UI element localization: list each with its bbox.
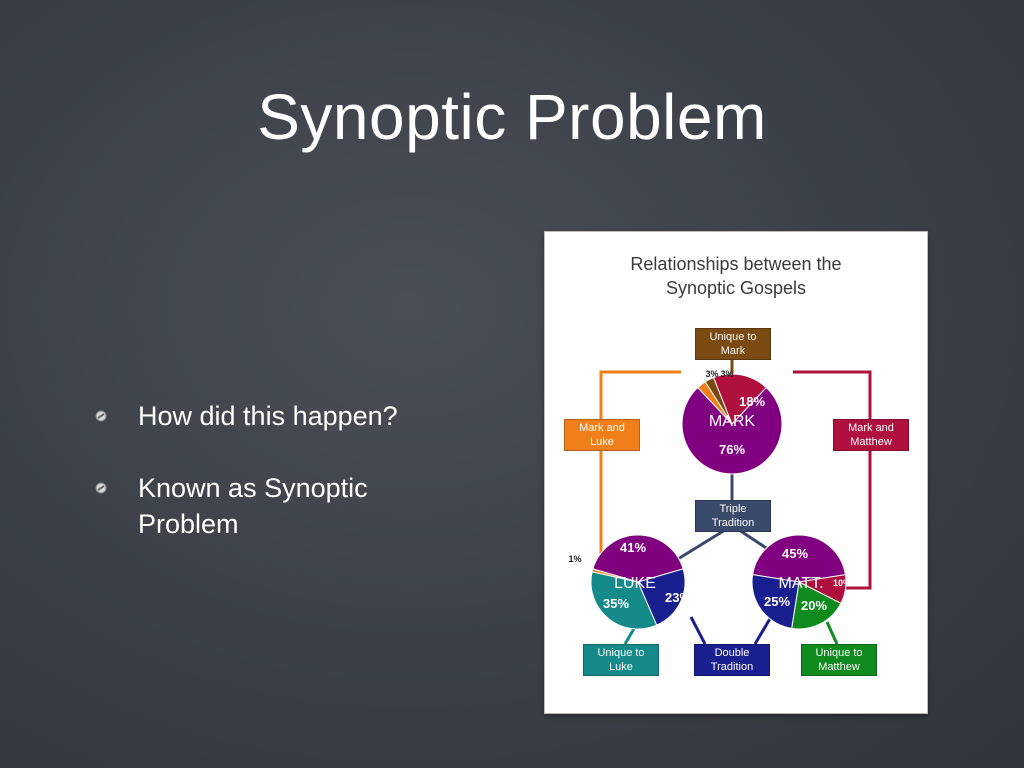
- pie-slice: [751, 574, 800, 629]
- pie-title: MATT.: [778, 575, 823, 592]
- bullet-text: Known as Synoptic Problem: [138, 473, 368, 539]
- bullet-list: How did this happen? Known as Synoptic P…: [95, 398, 455, 578]
- pie-title: LUKE: [614, 575, 656, 592]
- figure-title: Relationships between the Synoptic Gospe…: [545, 252, 927, 300]
- connector-mark-matthew-bottom: [845, 449, 872, 590]
- pie-value-label: 1%: [568, 554, 581, 564]
- slide-title: Synoptic Problem: [257, 81, 767, 153]
- pie-mark: MARK 76% 3%3% 18%: [681, 369, 783, 475]
- connector-mark-luke-top: [599, 370, 681, 419]
- pie-slice: [592, 534, 684, 583]
- figure-title-line2: Synoptic Gospels: [665, 278, 807, 298]
- pie-slice: [752, 534, 846, 583]
- pie-slice: [712, 373, 767, 425]
- diagram-canvas: MARK 76% 3%3% 18% LUKE 41% 23% 35% 1% MATT. 45% 10%…: [568, 358, 872, 645]
- bullet-icon: [95, 410, 107, 422]
- pie-matt: MATT. 45% 10% 20% 25%: [751, 534, 851, 630]
- connector-double-matt: [753, 616, 773, 645]
- pie-value-label: 45%: [782, 546, 808, 561]
- pie-value-label: 18%: [739, 394, 765, 409]
- pie-slice: [590, 571, 658, 630]
- pie-value-label: 41%: [620, 540, 646, 555]
- pie-value-label: 35%: [603, 596, 629, 611]
- pie-value-label: 23%: [665, 590, 691, 605]
- pie-value-label: 76%: [719, 442, 745, 457]
- figure-title-line1: Relationships between the: [630, 254, 842, 274]
- pie-charts: MARK 76% 3%3% 18% LUKE 41% 23% 35% 1% MATT. 45% 10%…: [568, 369, 851, 630]
- pie-slice: [591, 568, 639, 583]
- pie-slice: [791, 581, 842, 630]
- bullet-icon: [95, 482, 107, 494]
- connector-unique-matt: [825, 621, 839, 645]
- pie-value-label: 25%: [764, 594, 790, 609]
- pie-value-label: 3%: [720, 369, 733, 379]
- pie-value-label: 10%: [833, 578, 851, 588]
- pie-value-label: 3%: [705, 369, 718, 379]
- synoptic-diagram: MARK 76% 3%3% 18% LUKE 41% 23% 35% 1% MATT. 45% 10%…: [545, 232, 927, 713]
- pie-title: MARK: [709, 413, 756, 430]
- pie-value-label: 20%: [801, 598, 827, 613]
- pie-slice: [637, 568, 686, 626]
- connector-double-luke: [689, 616, 707, 645]
- bullet-item: How did this happen?: [95, 398, 455, 434]
- bullet-item: Known as Synoptic Problem: [95, 470, 455, 542]
- connector-mark-matthew-top: [793, 370, 872, 419]
- pie-luke: LUKE 41% 23% 35% 1%: [568, 534, 691, 630]
- pie-slice: [681, 386, 783, 475]
- bullet-text: How did this happen?: [138, 401, 398, 431]
